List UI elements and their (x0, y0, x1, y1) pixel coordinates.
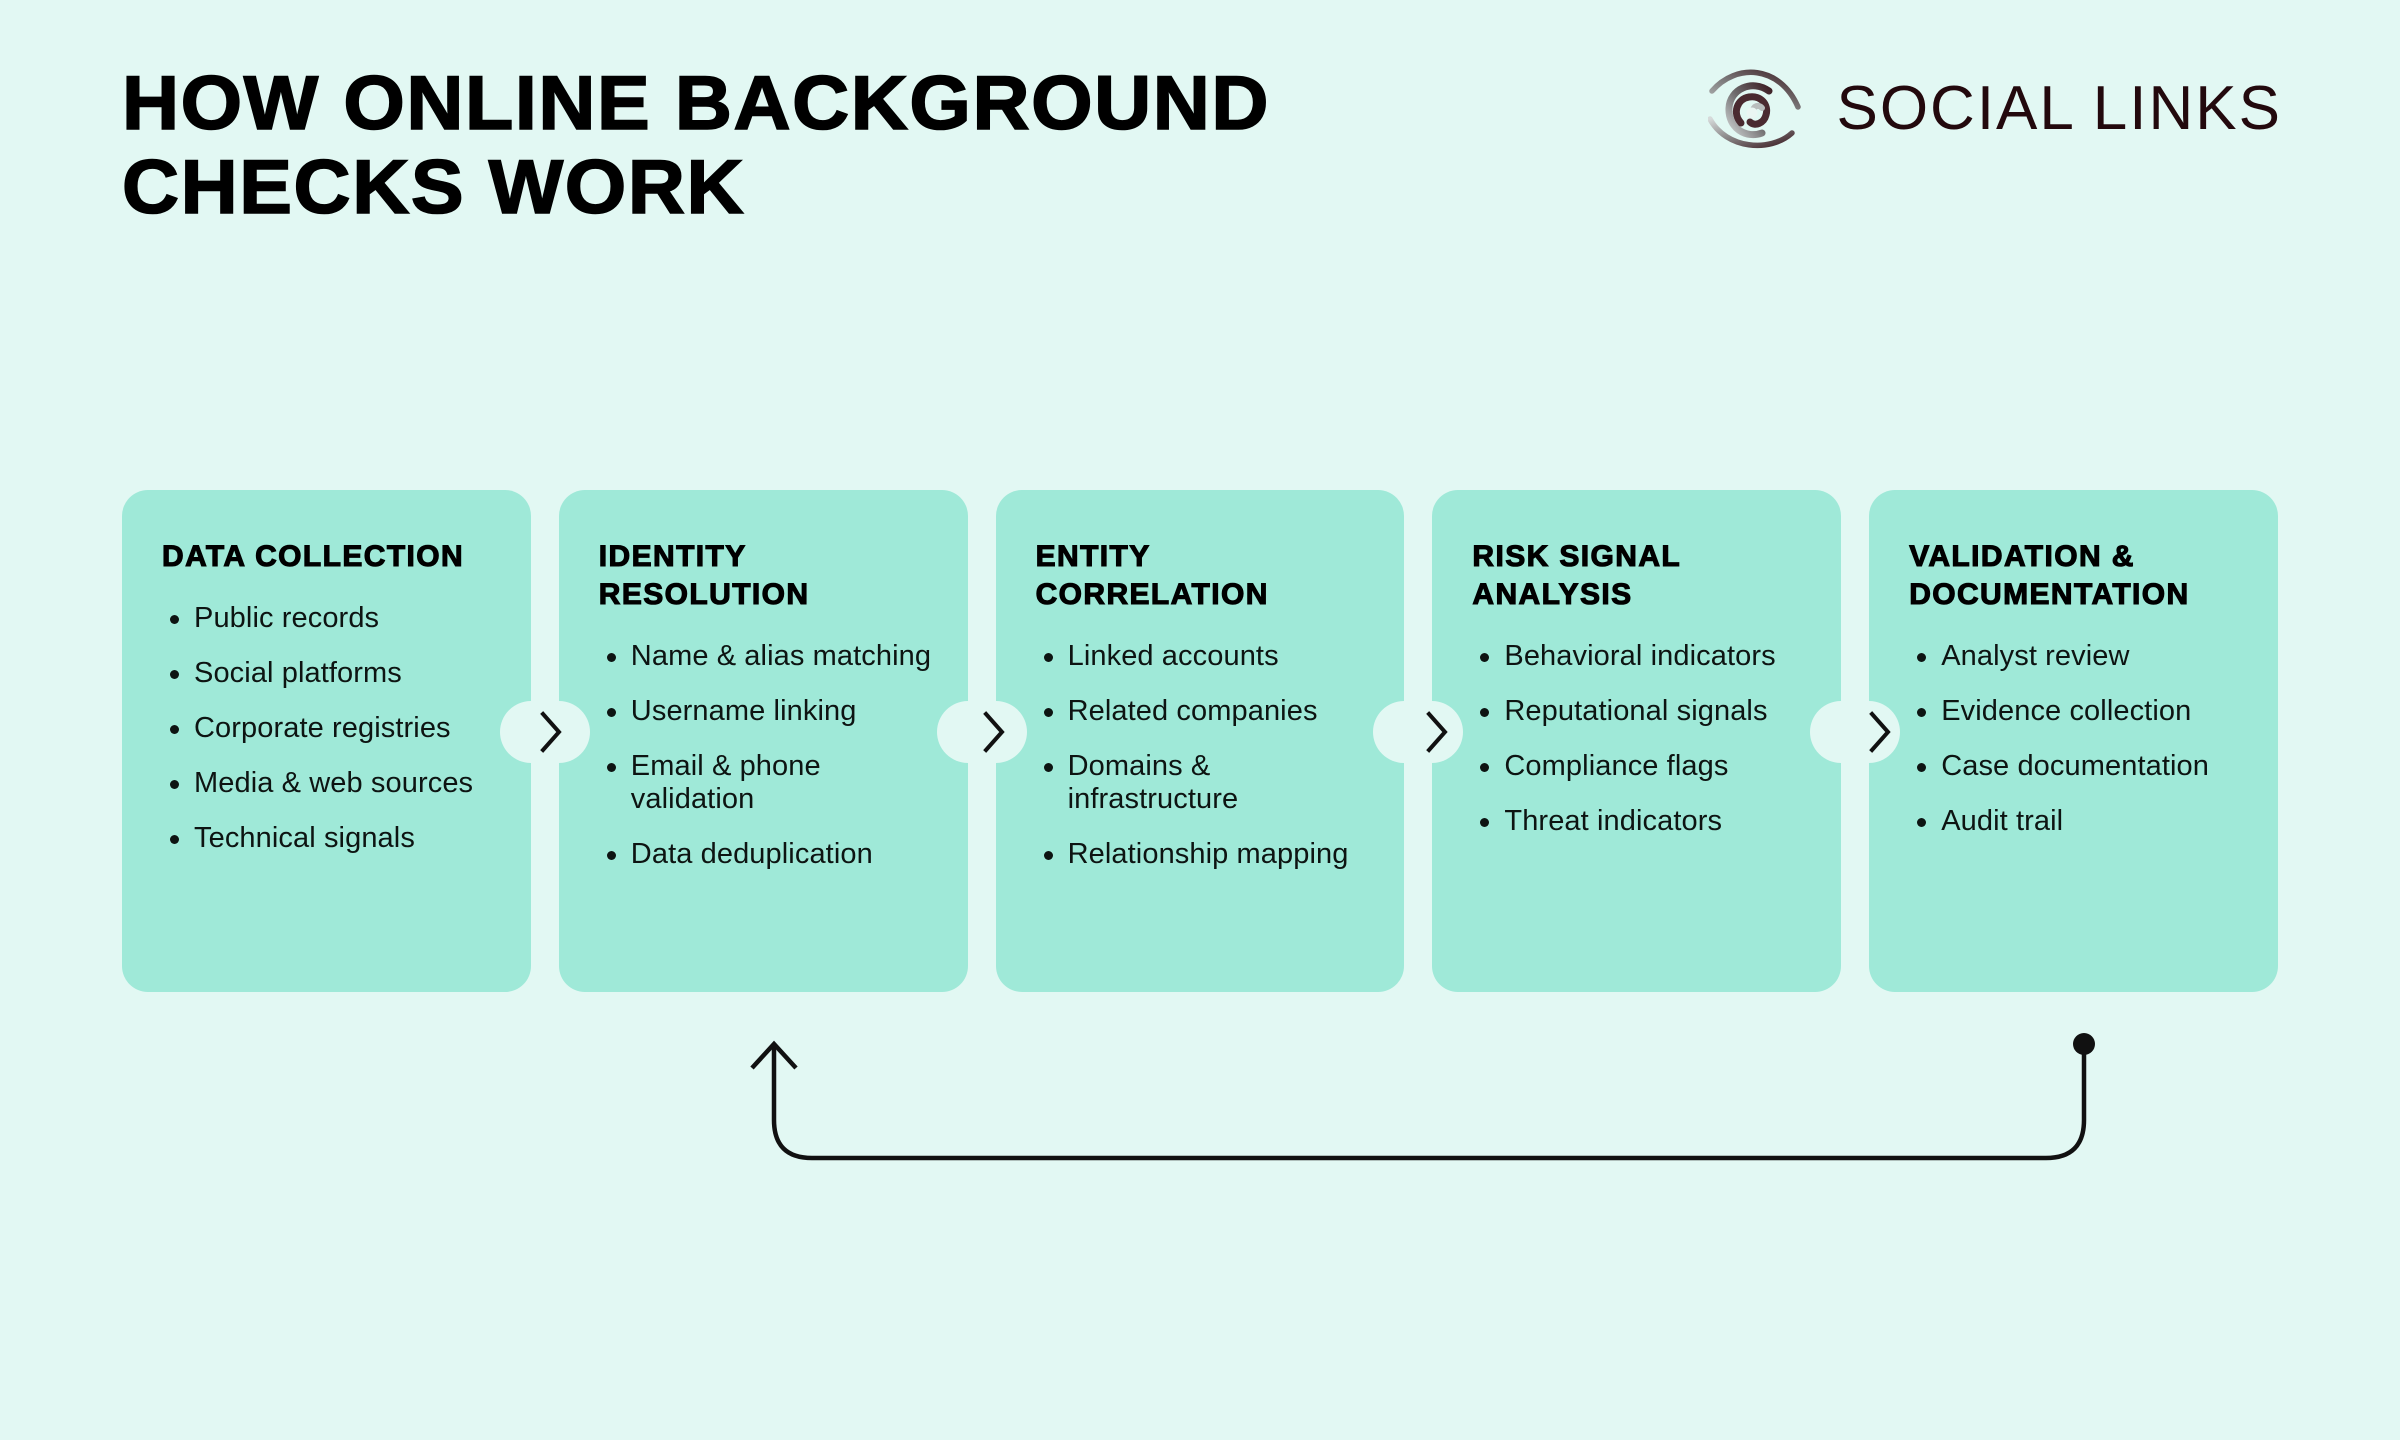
feedback-loop-arrow (750, 1033, 2095, 1161)
list-item: Audit trail (1909, 805, 2244, 838)
list-item: Evidence collection (1909, 695, 2244, 728)
step-title: RISK SIGNAL ANALYSIS (1472, 539, 1681, 611)
list-item: Corporate registries (162, 712, 497, 745)
step-bullet-list: Linked accounts Related companies Domain… (1036, 640, 1371, 871)
list-item: Media & web sources (162, 767, 497, 800)
page-title: HOW ONLINE BACKGROUND CHECKS WORK (121, 61, 1474, 231)
step-connector-2-3[interactable] (963, 701, 1025, 763)
header: HOW ONLINE BACKGROUND CHECKS WORK (0, 0, 2400, 300)
spiral-eye-icon (1708, 69, 1802, 148)
step-connector-4-5[interactable] (1849, 701, 1911, 763)
step-bullet-list: Behavioral indicators Reputational signa… (1472, 640, 1807, 838)
process-steps-row: DATA COLLECTION Public records Social pl… (122, 490, 2278, 992)
list-item: Reputational signals (1472, 695, 1807, 728)
chevron-right-icon (1869, 711, 1891, 753)
connector-notch-left (1401, 701, 1464, 763)
chevron-right-icon (983, 711, 1005, 753)
step-bullet-list: Name & alias matching Username linking E… (599, 640, 934, 871)
list-item: Linked accounts (1036, 640, 1371, 673)
list-item: Compliance flags (1472, 750, 1807, 783)
step-title: VALIDATION & DOCUMENTATION (1909, 539, 2190, 611)
brand-name: SOCIAL LINKS (1836, 74, 2282, 143)
chevron-right-icon (540, 711, 562, 753)
chevron-right-icon (1426, 711, 1448, 753)
step-card-entity-correlation[interactable]: ENTITY CORRELATION Linked accounts Relat… (964, 490, 1436, 992)
step-bullet-list: Analyst review Evidence collection Case … (1909, 640, 2244, 838)
step-card-validation-documentation[interactable]: VALIDATION & DOCUMENTATION Analyst revie… (1838, 490, 2278, 992)
list-item: Name & alias matching (599, 640, 934, 673)
list-item: Threat indicators (1472, 805, 1807, 838)
step-title: DATA COLLECTION (161, 539, 465, 573)
list-item: Technical signals (162, 822, 497, 855)
loop-origin-dot (2073, 1033, 2095, 1055)
list-item: Data deduplication (599, 838, 934, 871)
list-item: Public records (162, 602, 497, 635)
page-title-line-2: CHECKS WORK (121, 145, 746, 231)
step-card-data-collection[interactable]: DATA COLLECTION Public records Social pl… (122, 490, 562, 992)
list-item: Email & phone validation (599, 750, 934, 816)
list-item: Domains & infrastructure (1036, 750, 1371, 816)
brand-logo: SOCIAL LINKS (1708, 58, 2282, 160)
list-item: Behavioral indicators (1472, 640, 1807, 673)
step-connector-1-2[interactable] (520, 701, 582, 763)
list-item: Case documentation (1909, 750, 2244, 783)
list-item: Username linking (599, 695, 934, 728)
step-title: ENTITY CORRELATION (1035, 539, 1269, 611)
step-bullet-list: Public records Social platforms Corporat… (162, 602, 497, 855)
connector-notch-left (964, 701, 1027, 763)
list-item: Related companies (1036, 695, 1371, 728)
step-card-risk-signal-analysis[interactable]: RISK SIGNAL ANALYSIS Behavioral indicato… (1401, 490, 1873, 992)
step-title: IDENTITY RESOLUTION (598, 539, 810, 611)
list-item: Relationship mapping (1036, 838, 1371, 871)
page-title-line-1: HOW ONLINE BACKGROUND (121, 61, 1271, 147)
step-connector-3-4[interactable] (1406, 701, 1468, 763)
list-item: Social platforms (162, 657, 497, 690)
step-card-identity-resolution[interactable]: IDENTITY RESOLUTION Name & alias matchin… (527, 490, 999, 992)
list-item: Analyst review (1909, 640, 2244, 673)
